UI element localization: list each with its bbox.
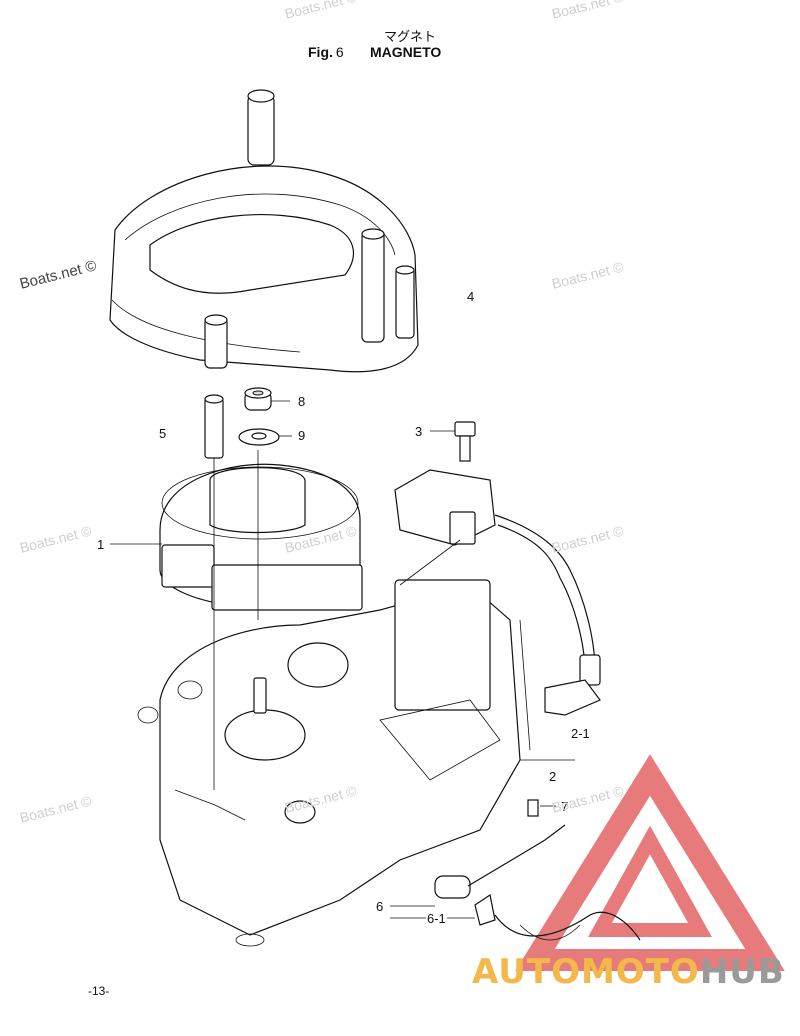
spacer-part-8 <box>244 387 272 411</box>
callout-5: 5 <box>158 426 168 441</box>
callout-6-1: 6-1 <box>426 911 447 926</box>
leader-lines <box>110 400 575 919</box>
stop-switch-part-6 <box>434 799 641 941</box>
engine-block <box>137 579 521 947</box>
callout-8: 8 <box>297 394 307 409</box>
callout-7: 7 <box>560 799 570 814</box>
flywheel-cover <box>109 89 419 373</box>
page-number: -13- <box>88 984 110 998</box>
callout-6: 6 <box>375 899 385 914</box>
callout-1: 1 <box>96 537 106 552</box>
callout-2-1: 2-1 <box>570 726 591 741</box>
ignition-coil-part-2 <box>394 469 601 716</box>
collar-part-5 <box>204 394 224 459</box>
figure-number: 6 <box>335 44 344 60</box>
bolt-part-3 <box>454 421 476 462</box>
brand-wordmark: AUTOMOTOHUB <box>472 952 785 992</box>
washer-part-9 <box>238 428 280 446</box>
brand-logo-icon <box>515 754 785 971</box>
callout-2: 2 <box>548 769 558 784</box>
callout-4: 4 <box>466 289 476 304</box>
callout-3: 3 <box>414 424 424 439</box>
figure-title: MAGNETO <box>370 44 442 60</box>
title-japanese: マグネト <box>383 30 436 45</box>
figure-label: Fig.6 <box>308 44 344 60</box>
callout-9: 9 <box>297 428 307 443</box>
